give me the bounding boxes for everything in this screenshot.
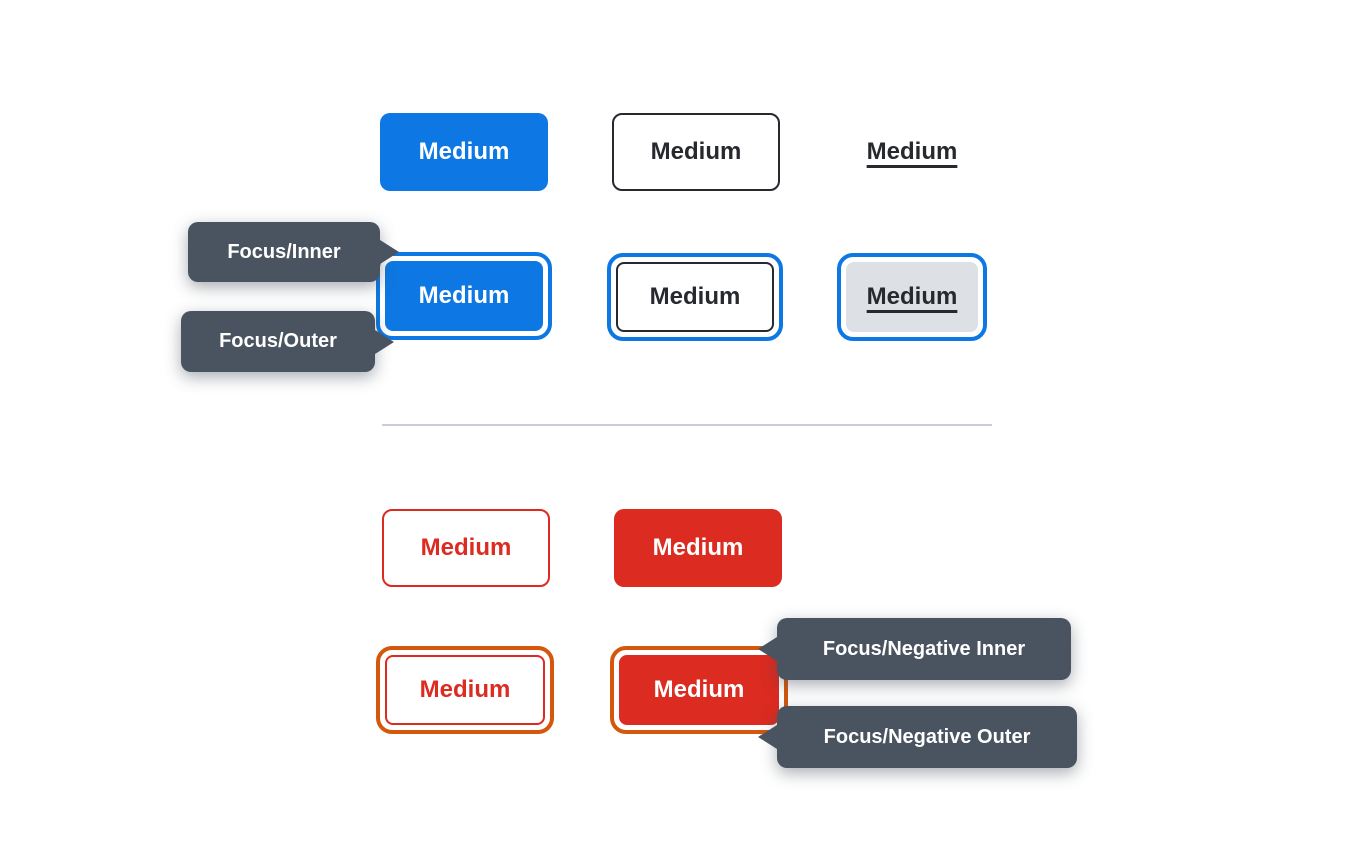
link-button-focused[interactable]: Medium [846, 262, 978, 332]
callout-focus-inner: Focus/Inner [188, 222, 380, 282]
secondary-button-focused[interactable]: Medium [616, 262, 774, 332]
section-divider [382, 424, 992, 426]
callout-focus-negative-outer-label: Focus/Negative Outer [823, 725, 1031, 748]
link-button-focus-ring: Medium [837, 253, 987, 341]
negative-secondary-button-focused[interactable]: Medium [385, 655, 545, 725]
negative-primary-button-focused[interactable]: Medium [619, 655, 779, 725]
primary-button-focus-ring: Medium [376, 252, 552, 340]
link-button[interactable]: Medium [866, 138, 958, 165]
secondary-button-focus-ring: Medium [607, 253, 783, 341]
callout-focus-outer-label: Focus/Outer [219, 330, 337, 352]
callout-focus-inner-label: Focus/Inner [227, 240, 341, 263]
callout-focus-negative-inner: Focus/Negative Inner [777, 618, 1071, 680]
callout-focus-negative-outer: Focus/Negative Outer [777, 706, 1077, 768]
negative-secondary-focus-ring: Medium [376, 646, 554, 734]
callout-focus-negative-inner-label: Focus/Negative Inner [822, 637, 1026, 660]
primary-button[interactable]: Medium [380, 113, 548, 191]
secondary-button[interactable]: Medium [612, 113, 780, 191]
primary-button-focused[interactable]: Medium [385, 261, 543, 331]
negative-secondary-button[interactable]: Medium [382, 509, 550, 587]
negative-primary-button[interactable]: Medium [614, 509, 782, 587]
callout-focus-outer: Focus/Outer [181, 311, 375, 372]
